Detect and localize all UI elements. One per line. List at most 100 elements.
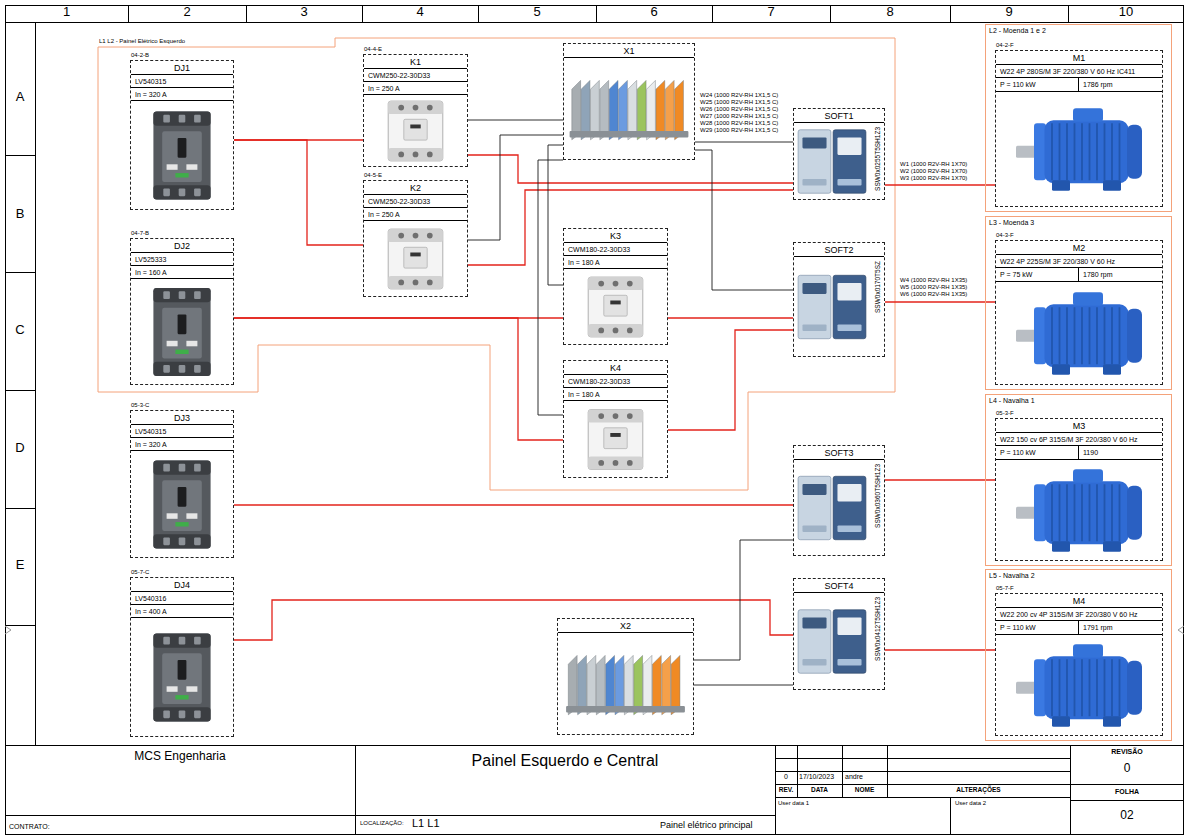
wire-label: W27 (1000 R2V-RH 1X1,5 C) (700, 113, 778, 120)
header-table: SOFT2 (794, 243, 884, 257)
breaker-body (153, 634, 210, 722)
terminal-screw (194, 365, 201, 373)
title-block-line (5, 745, 1184, 746)
breaker-mark (186, 513, 197, 519)
cooling-fin (1066, 307, 1068, 364)
sheet-reference: 05-3-C (131, 401, 149, 409)
terminal-screw (598, 328, 604, 334)
table-cell: 17/10/2023 (799, 773, 834, 781)
panel-description: Painel elétrico principal (660, 821, 753, 831)
breaker-symbol (153, 112, 210, 200)
cooling-fin (1111, 484, 1113, 541)
terminal-box (1073, 469, 1103, 483)
breaker-body (153, 288, 210, 376)
contactor-symbol (588, 277, 643, 337)
breaker-symbol (153, 288, 210, 376)
breaker-mark (175, 173, 188, 177)
terminal-plate (662, 655, 671, 714)
zone-heading: L2 - Moenda 1 e 2 (986, 25, 1171, 36)
terminal-screw (179, 711, 186, 719)
contactor-window (604, 295, 627, 316)
spec-text: W22 150 cv 6P 315S/M 3F 220/380 V 60 Hz (996, 433, 1162, 446)
softstarter-vent (837, 526, 861, 533)
contactor-mark (410, 253, 420, 257)
device-tag: DJ4 (131, 578, 233, 592)
sheet-edge-mark (1178, 626, 1184, 634)
sheet-reference: 04-7-B (131, 229, 149, 237)
cooling-fin (1074, 484, 1076, 541)
table-header: NOME (842, 786, 887, 793)
terminal-screw (194, 711, 201, 719)
contactor-window (604, 428, 627, 449)
terminal-screw (427, 105, 433, 111)
terminal-screw (427, 152, 433, 158)
terminal-screw (627, 460, 633, 466)
softstarter-vent (837, 659, 861, 666)
terminal-plate (652, 655, 661, 714)
contactor-body (388, 101, 443, 161)
breaker-terminals (153, 534, 210, 548)
wire-label: W5 (1000 R2V-RH 1X35) (900, 284, 967, 291)
breaker-body (153, 461, 210, 549)
device-tag: SOFT1 (794, 109, 884, 123)
terminal-screw (194, 189, 201, 197)
power-wire (234, 140, 363, 245)
terminal-screw (179, 189, 186, 197)
power-wire (885, 649, 995, 650)
motor-body (1045, 656, 1129, 719)
terminal-box (1073, 644, 1103, 658)
terminal-plate (615, 655, 624, 714)
user-data: User data 2 (955, 800, 986, 807)
breaker-lever (178, 660, 187, 680)
cooling-fin (1119, 484, 1121, 541)
breaker-mark (186, 164, 197, 170)
breaker-front (162, 653, 202, 704)
motor-flange (1034, 484, 1046, 541)
terminal-screw (194, 538, 201, 546)
grid-row-tick (5, 625, 36, 626)
spec-text: LV540315 (131, 75, 233, 88)
device-tag: K4 (564, 361, 667, 375)
breaker-terminals (153, 707, 210, 721)
cooling-fin (1089, 123, 1091, 180)
model-code: SSW0x0412T5SH1Z3 (874, 597, 882, 661)
contactor-symbol (388, 101, 443, 161)
device-tag: SOFT3 (794, 446, 884, 460)
grid-header-line (5, 22, 1184, 23)
cooling-fin (1066, 484, 1068, 541)
device-tag: M3 (996, 419, 1162, 433)
control-wire (695, 142, 793, 143)
grid-column-number: 2 (128, 5, 246, 19)
load-zone: L4 - Navalha 1M3W22 150 cv 6P 315S/M 3F … (985, 394, 1172, 566)
terminal-plate (637, 80, 646, 139)
header-table: M4W22 200 cv 4P 315S/M 3F 220/380 V 60 H… (996, 594, 1162, 635)
terminal-plate (643, 655, 652, 714)
title-block-line (1070, 800, 1184, 801)
contactor-mark (610, 301, 620, 305)
cooling-fin (1104, 484, 1106, 541)
power-wire (668, 330, 793, 430)
motor-body (1045, 120, 1129, 183)
breaker-front (162, 308, 202, 359)
softstarter-display (802, 283, 826, 294)
spec-text: CWM180-22-30D33 (564, 243, 667, 256)
motor-foot (1103, 364, 1121, 375)
cooling-fin (1089, 659, 1091, 716)
control-wire (468, 120, 563, 121)
header-table: M3W22 150 cv 6P 315S/M 3F 220/380 V 60 H… (996, 419, 1162, 460)
terminal-screw (598, 413, 604, 419)
terminal-screw (194, 637, 201, 645)
motor-foot (1103, 541, 1121, 552)
wire-label: W26 (1000 R2V-RH 1X1,5 C) (700, 106, 778, 113)
sheet-reference: 04-4-E (364, 45, 382, 53)
breaker-terminals (153, 288, 210, 302)
header-table: DJ2LV525333In = 160 A (131, 239, 233, 279)
speed-rating: 1780 rpm (1079, 268, 1113, 281)
spec-text: W22 200 cv 4P 315S/M 3F 220/380 V 60 Hz (996, 608, 1162, 621)
sheet-edge-mark (5, 626, 11, 634)
sheet-reference: 05-7-F (996, 584, 1014, 592)
rating-row: P = 110 kW1190 (996, 446, 1162, 460)
sheet-title: Painel Esquerdo e Central (355, 752, 775, 770)
cooling-fin (1051, 484, 1053, 541)
softstarter-label (837, 617, 861, 635)
